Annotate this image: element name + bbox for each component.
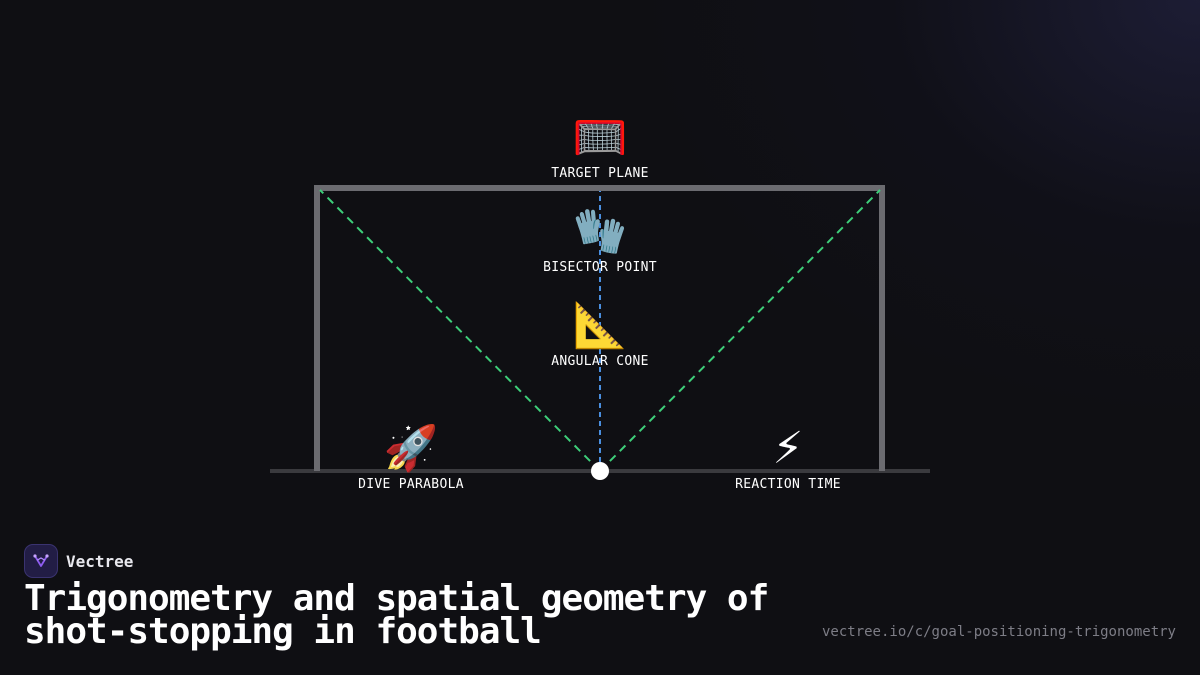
vectree-logo-icon bbox=[24, 544, 58, 578]
brand-name: Vectree bbox=[66, 551, 134, 571]
node-target-plane: 🥅 TARGET PLANE bbox=[490, 112, 710, 181]
triangular-ruler-icon: 📐 bbox=[572, 300, 628, 351]
gloves-icon: 🧤 bbox=[572, 206, 628, 257]
cone-line-right bbox=[599, 189, 881, 472]
rocket-icon: 🚀 bbox=[383, 423, 439, 474]
lightning-icon: ⚡ bbox=[772, 423, 804, 474]
node-label: ANGULAR CONE bbox=[551, 354, 649, 369]
brand: Vectree bbox=[24, 544, 133, 578]
ball bbox=[591, 462, 609, 480]
node-bisector-point: 🧤 BISECTOR POINT bbox=[490, 206, 710, 275]
page-title: Trigonometry and spatial geometry of sho… bbox=[24, 578, 769, 652]
node-dive-parabola: 🚀 DIVE PARABOLA bbox=[301, 423, 521, 492]
node-label: TARGET PLANE bbox=[551, 166, 649, 181]
node-angular-cone: 📐 ANGULAR CONE bbox=[490, 300, 710, 369]
node-label: BISECTOR POINT bbox=[543, 260, 657, 275]
node-reaction-time: ⚡ REACTION TIME bbox=[678, 423, 898, 492]
goal-net-icon: 🥅 bbox=[572, 112, 628, 163]
node-label: REACTION TIME bbox=[735, 477, 841, 492]
node-label: DIVE PARABOLA bbox=[358, 477, 464, 492]
cone-line-left bbox=[319, 189, 601, 472]
source-url: vectree.io/c/goal-positioning-trigonomet… bbox=[821, 624, 1176, 640]
